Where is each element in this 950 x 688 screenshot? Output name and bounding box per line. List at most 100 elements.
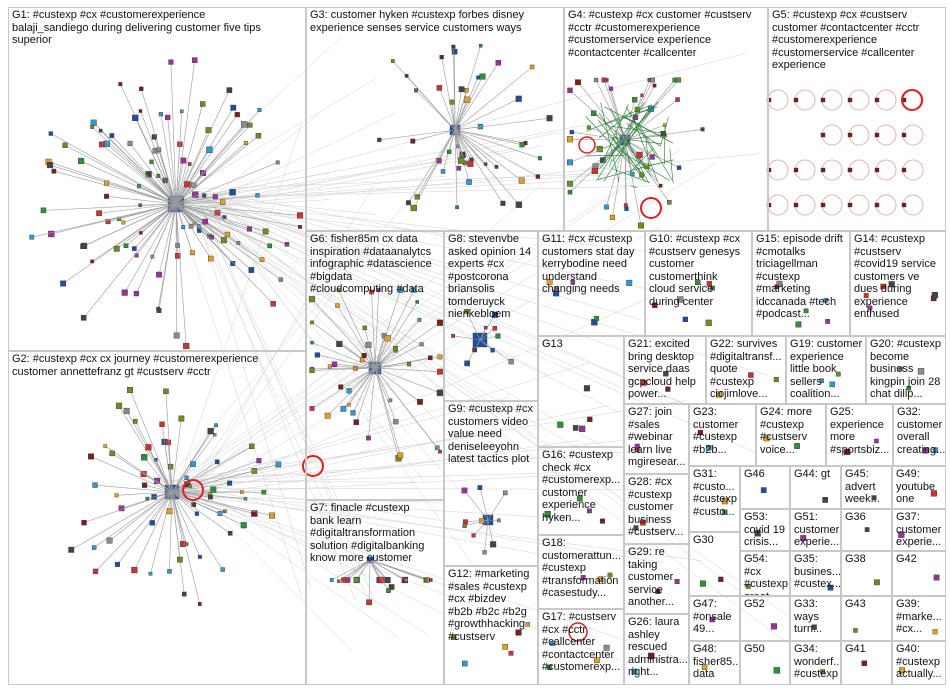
vertex-node [898,366,904,372]
vertex-node [359,357,365,363]
vertex-node [132,246,137,251]
edge [171,491,273,516]
cross-group-edge [202,194,488,470]
group-g24: G24: more #custexp #custserv voice... [756,404,826,466]
vertex-node [208,494,213,500]
edge [473,519,489,536]
vertex-node [899,667,905,674]
group-g51: G51: customer experie... [790,509,841,551]
vertex-node [188,223,194,229]
vertex-node [366,435,371,441]
vertex-node [384,577,391,583]
vertex-node [706,281,713,287]
edge [374,367,441,372]
vertex-node [665,386,671,392]
edge [117,491,173,565]
edge [374,367,441,394]
edge [374,367,401,456]
vertex-node [167,569,172,574]
vertex-node [709,617,715,623]
edge [637,157,651,173]
vertex-node [275,160,280,165]
vertex-node [874,438,879,444]
vertex-node [649,154,655,160]
group-g26: G26: laura ashley rescued administra... … [624,614,689,685]
edge [171,489,214,493]
group-label: G20: #custexp become business kingpin jo… [870,338,941,400]
edge [171,491,184,544]
group-g12: G12: #marketing #sales #custexp #cx #biz… [444,566,538,685]
cross-group-edge [205,197,418,282]
group-label: G52 [744,598,765,610]
edge [116,491,173,496]
vertex-node [933,574,940,581]
vertex-node [388,584,395,590]
group-g30: G30 [689,532,740,596]
vertex-node [81,519,87,526]
edge [454,129,470,183]
vertex-node [587,508,592,514]
vertex-node [331,361,338,367]
cross-group-edge [171,178,636,485]
edge [479,327,487,341]
vertex-node [932,447,939,453]
vertex-node [820,97,826,103]
vertex-node [411,287,417,293]
vertex-node [647,652,655,660]
vertex-node [593,77,599,83]
group-label: G36 [845,511,866,523]
vertex-node [462,660,468,667]
edge [626,123,661,147]
edge [369,559,388,581]
vertex-node [309,406,315,411]
vertex-node [191,502,197,508]
edge [374,289,401,369]
vertex-node [495,60,502,66]
vertex-node [62,142,68,148]
group-label: G42 [896,553,917,565]
vertex-node [439,54,444,60]
cross-group-edge [199,196,663,293]
edge [454,129,471,164]
vertex-node [795,321,802,328]
vertex-node [461,487,468,494]
vertex-node [637,222,645,229]
vertex-node [213,433,217,437]
vertex-node [336,340,343,348]
edge [170,62,177,205]
vertex-node [149,520,155,526]
vertex-node [177,556,183,563]
edge [50,133,177,205]
edge [374,367,421,403]
edge [611,168,650,183]
group-g28: G28: #cx #custexp customer business #cus… [624,474,689,544]
edge [175,103,203,205]
vertex-node [227,480,233,486]
vertex-node [456,166,462,171]
edge [454,129,497,168]
vertex-node [569,129,574,135]
vertex-node [205,127,212,134]
group-label: G17: #custserv #cx #cctr #callcenter #co… [542,611,621,673]
vertex-node [490,348,495,353]
vertex-node [113,245,120,252]
group-g46: G46 [740,466,790,509]
vertex-node [590,110,597,116]
vertex-node [525,622,530,627]
edge [610,108,649,184]
vertex-node [557,421,564,428]
group-label: G44: gt [794,468,831,480]
vertex-node [449,99,455,105]
vertex-node [156,306,161,311]
edge [624,139,643,176]
vertex-node [196,228,202,233]
vertex-node [404,578,408,582]
vertex-node [261,489,267,495]
edge [454,98,519,131]
edge [109,491,173,541]
edge [464,490,489,521]
edge [448,129,456,152]
edge [175,60,196,205]
vertex-node [450,634,457,640]
group-g36: G36 [841,509,892,551]
